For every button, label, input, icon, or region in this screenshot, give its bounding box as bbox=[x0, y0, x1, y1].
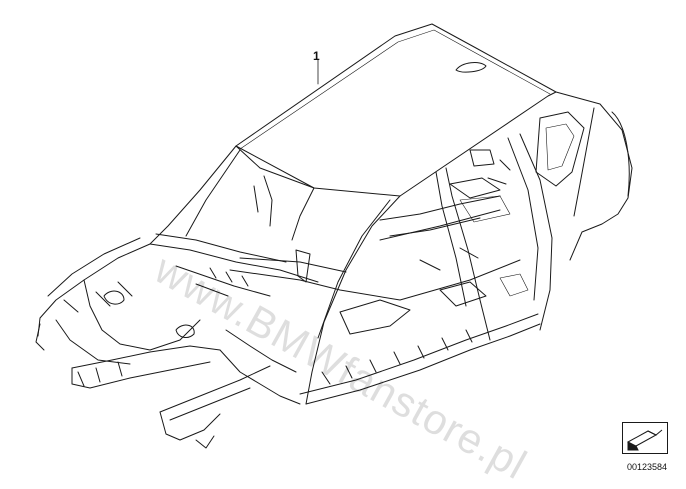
cowl bbox=[149, 243, 319, 283]
arrow-navigation-icon bbox=[622, 422, 668, 454]
callout-label: 1 bbox=[313, 49, 320, 63]
part-number: 00123584 bbox=[627, 462, 668, 472]
rocker-sill bbox=[305, 323, 541, 405]
roof-panel bbox=[235, 23, 557, 197]
front-rail-right bbox=[71, 345, 221, 369]
a-pillar bbox=[149, 145, 237, 245]
rear-quarter bbox=[555, 91, 633, 261]
front-rail-left bbox=[37, 243, 151, 337]
b-pillar bbox=[305, 195, 401, 405]
